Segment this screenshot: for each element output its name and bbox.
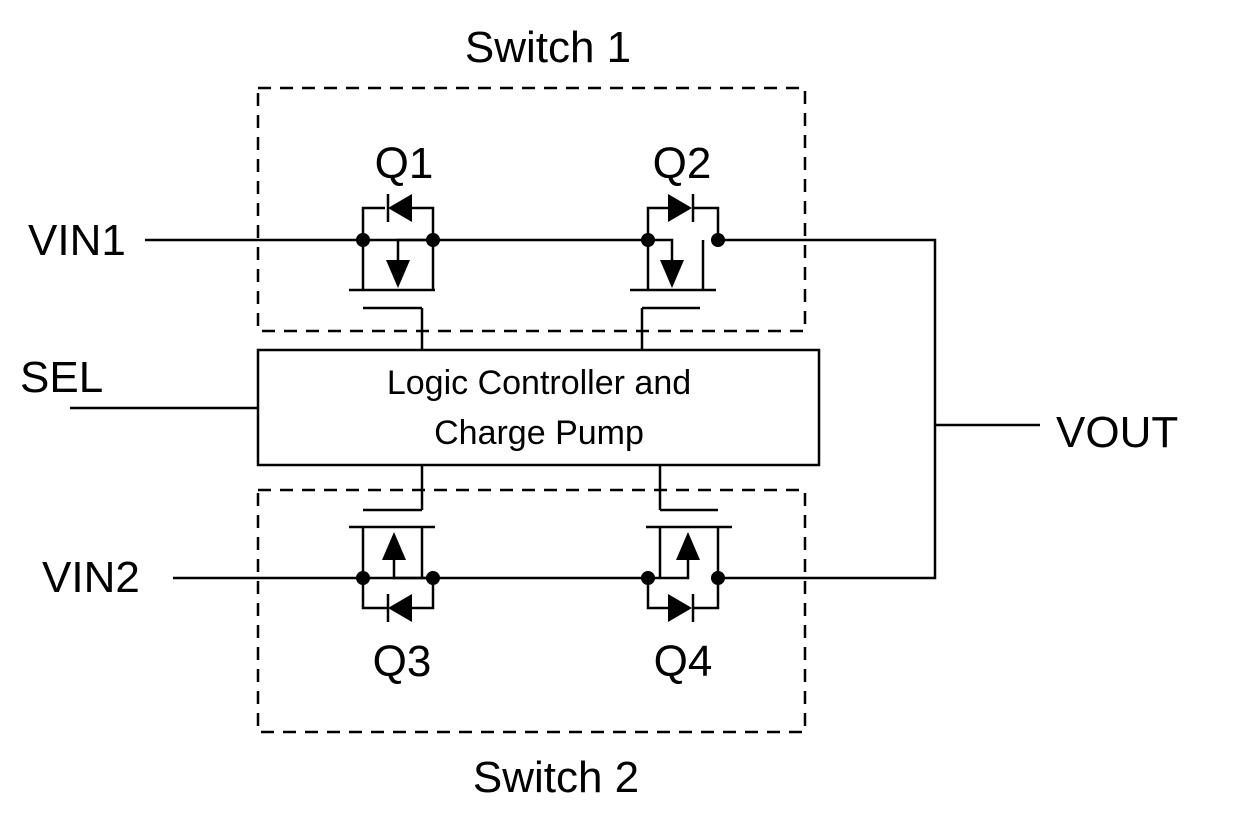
mosfet-q1 [349,194,440,350]
switch1-box [256,86,807,333]
vout-label: VOUT [1056,408,1178,457]
switch2-box [256,488,807,734]
mosfet-q2 [630,194,725,350]
controller-label-line1: Logic Controller and [387,364,691,402]
mosfet-q4 [641,465,732,622]
sel-label: SEL [20,353,103,402]
vin2-label: VIN2 [42,553,140,602]
switch2-label: Switch 2 [473,753,639,802]
q1-label: Q1 [375,139,434,188]
vin1-label: VIN1 [28,216,126,265]
q4-label: Q4 [654,637,713,686]
mosfet-q3 [349,465,440,622]
controller-label-line2: Charge Pump [434,414,644,452]
q2-label: Q2 [653,139,712,188]
switch1-label: Switch 1 [465,23,631,72]
vout1-wire [718,238,937,580]
q3-label: Q3 [373,637,432,686]
